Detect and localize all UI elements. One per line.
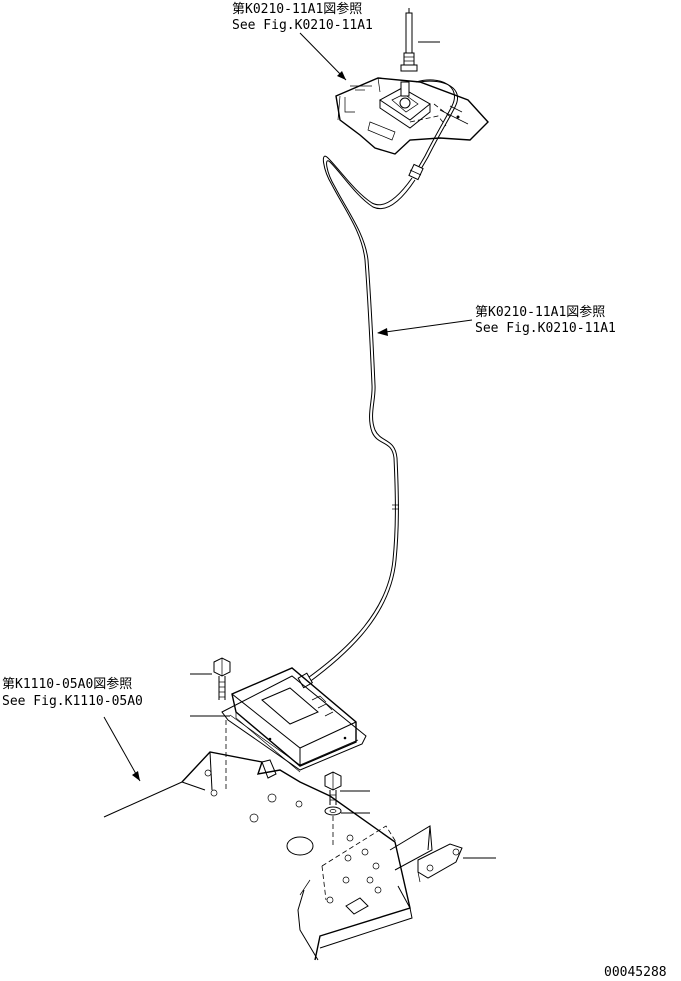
side-bracket xyxy=(389,825,463,883)
bolt-upper-icon xyxy=(213,657,231,700)
cable-connector-icon xyxy=(408,163,424,181)
callout-left-jp: 第K1110-05A0図参照 xyxy=(2,676,132,692)
antenna-mount-bracket xyxy=(335,77,489,155)
controller-unit xyxy=(221,667,367,773)
callout-top-en: See Fig.K0210-11A1 xyxy=(232,18,373,33)
floor-frame xyxy=(181,751,413,961)
washer-icon xyxy=(324,806,342,816)
bolt-lower-icon xyxy=(324,771,342,805)
antenna-cable xyxy=(297,79,458,689)
antenna-icon xyxy=(400,8,418,72)
leader-lines xyxy=(103,32,496,859)
drawing-number: 00045288 xyxy=(604,965,667,980)
callout-middle-en: See Fig.K0210-11A1 xyxy=(475,321,616,336)
callout-middle-jp: 第K0210-11A1図参照 xyxy=(475,304,605,320)
callout-left-en: See Fig.K1110-05A0 xyxy=(2,694,143,709)
callout-top-jp: 第K0210-11A1図参照 xyxy=(232,1,362,17)
